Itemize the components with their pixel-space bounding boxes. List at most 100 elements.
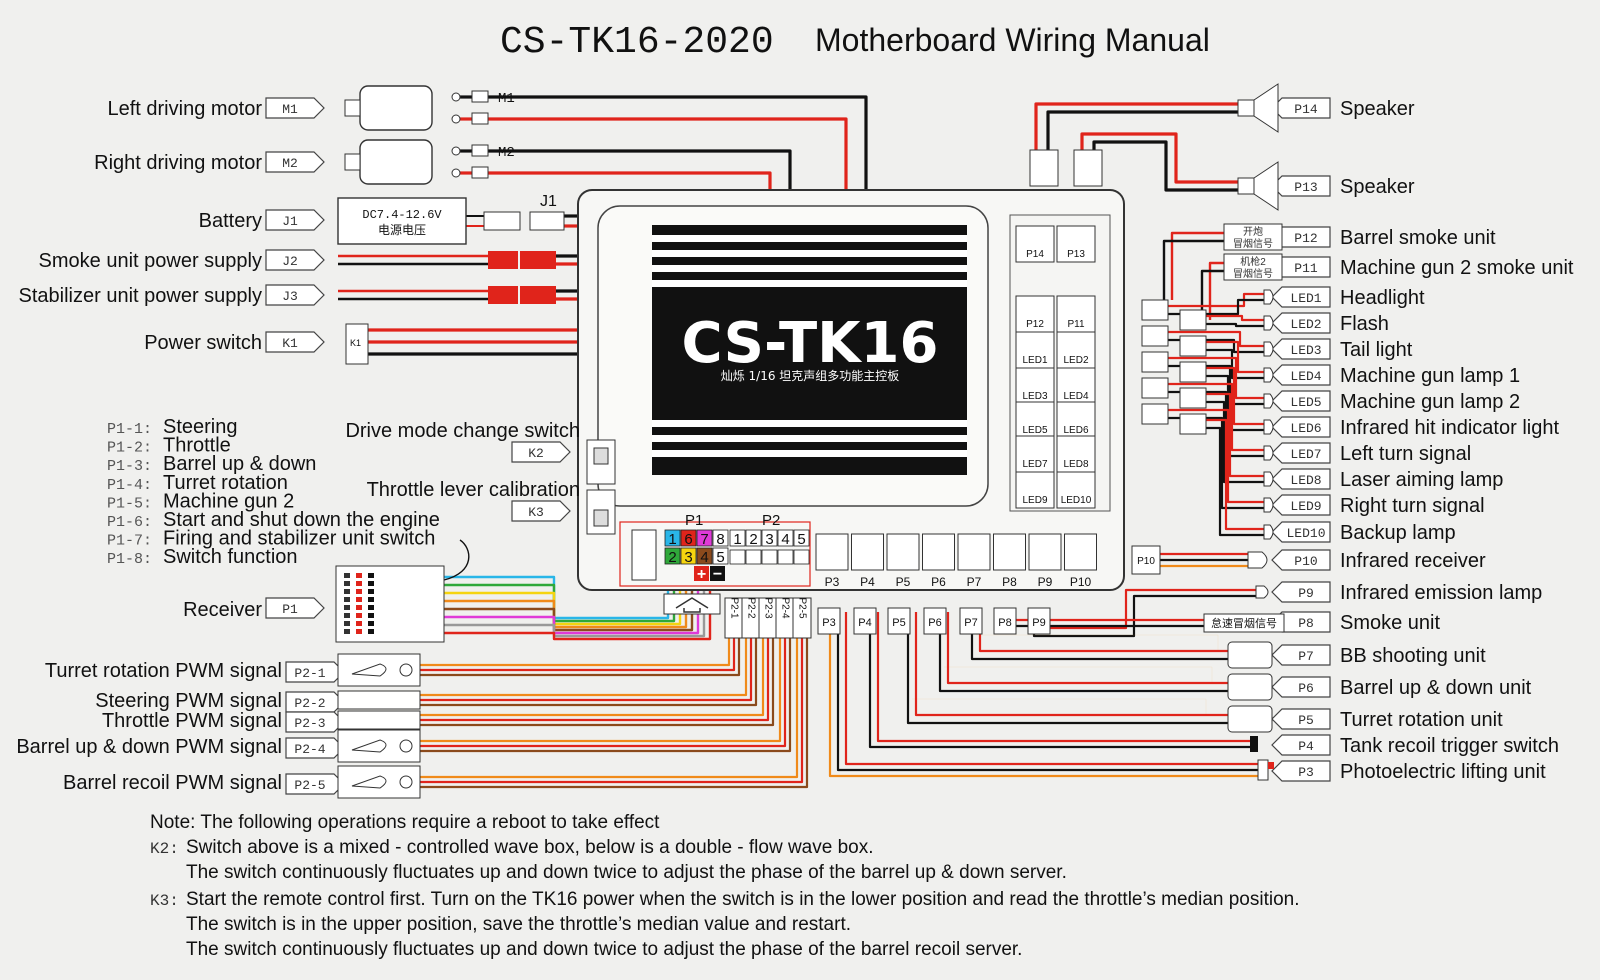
right-item-tag: P11 (1294, 261, 1318, 276)
receiver-label: Receiver (183, 599, 262, 621)
right-item-tag: LED10 (1286, 526, 1325, 541)
motor-plug (471, 112, 489, 125)
left-item-label: Left driving motor (107, 98, 262, 120)
power-switch-icon[interactable] (345, 323, 369, 365)
right-item-tag-box (1271, 286, 1331, 308)
right-item-tag-box (1271, 416, 1331, 438)
diagram-title-code: CS-TK16-2020 (500, 21, 774, 64)
left-item-tag: J1 (282, 214, 298, 229)
pwm-item-tag: P2-3 (294, 716, 325, 731)
right-item-label: Machine gun lamp 2 (1340, 391, 1520, 413)
right-item-tag-box (1271, 312, 1331, 334)
left-item-tag-box (265, 97, 325, 119)
p1-channel-label: Start and shut down the engine (163, 509, 440, 531)
board-right-port-socket (1056, 435, 1096, 473)
switch-label: Throttle lever calibration (367, 479, 580, 501)
note-k3-line-2: The switch is in the upper position, sav… (186, 914, 852, 935)
led-icon (1263, 524, 1274, 540)
right-item-tag: LED3 (1290, 343, 1321, 358)
p1-pin-number: 8 (716, 531, 724, 548)
pwm-item-tag: P2-1 (294, 666, 325, 681)
speaker-cone (1253, 83, 1279, 133)
board-right-port-label: LED10 (1061, 495, 1092, 506)
board-right-port-label: LED2 (1063, 355, 1088, 366)
board-port-label: P9 (1038, 575, 1053, 589)
p1-pin (696, 529, 713, 547)
left-item-label: Power switch (144, 332, 262, 354)
left-item-label: Stabilizer unit power supply (19, 285, 262, 307)
p2-pin (793, 529, 810, 547)
battery-plug (483, 211, 521, 231)
right-item-tag: P10 (1294, 554, 1317, 569)
receiver-pin (344, 581, 350, 586)
motor-icon (359, 85, 433, 131)
bottom-port-plug-label: P5 (892, 617, 905, 629)
receiver-pin (344, 573, 350, 578)
p1-channel-code: P1-1: (107, 421, 152, 438)
left-item-tag: J3 (282, 289, 298, 304)
board-right-port-label: LED4 (1063, 391, 1088, 402)
p2-plug-label: P2-4 (780, 597, 791, 619)
pwm-wire (420, 612, 753, 702)
p11-wire (1208, 261, 1224, 320)
receiver-icon (335, 565, 445, 643)
led-plug (1141, 325, 1169, 347)
receiver-pin (368, 629, 374, 634)
speaker1-wire (1034, 102, 1238, 150)
board-port-socket (815, 533, 849, 571)
left-item-tag-box (265, 209, 325, 231)
photoelectric-icon (1257, 759, 1269, 781)
board-right-port-socket (1015, 225, 1055, 263)
motor-terminal (451, 114, 461, 124)
bottom-port-plug (853, 607, 877, 635)
led-icon (1263, 367, 1274, 383)
right-item-tag: P12 (1294, 231, 1317, 246)
receiver-pin (368, 621, 374, 626)
servo-arm (351, 775, 387, 789)
board-port-socket (922, 533, 955, 571)
led-wire (1206, 322, 1264, 328)
right-item-label: Machine gun 2 smoke unit (1340, 257, 1574, 279)
led-wire (1206, 366, 1264, 426)
ir-receiver-icon (1247, 551, 1268, 569)
p7-unit-icon (1227, 641, 1273, 669)
battery-voltage-cn: 电源电压 (378, 223, 426, 237)
p1-pin (712, 547, 729, 565)
note-k2-line-1: Switch above is a mixed - controlled wav… (186, 837, 874, 858)
led-wire (1168, 356, 1264, 400)
right-item-tag: LED7 (1290, 447, 1321, 462)
right-item-tag: LED2 (1290, 317, 1321, 332)
p1-channel-label: Steering (163, 416, 238, 438)
right-item-label: Infrared emission lamp (1340, 582, 1542, 604)
pwm-item-label: Barrel up & down PWM signal (16, 736, 282, 758)
receiver-pin (356, 613, 362, 618)
p1-channel-label: Switch function (163, 546, 298, 568)
led-wire (1168, 330, 1264, 348)
led-plug (1179, 413, 1207, 435)
board-right-port-label: LED3 (1022, 391, 1047, 402)
k3-switch-body[interactable] (586, 489, 616, 535)
led-wire (1206, 400, 1264, 484)
servo-hub (399, 739, 413, 753)
right-item-tag-box (1271, 338, 1331, 360)
receiver-pin (368, 605, 374, 610)
p1-channel-code: P1-5: (107, 495, 152, 512)
led-wire (1206, 314, 1264, 322)
note-k2: K2: Switch above is a mixed - controlled… (150, 835, 1580, 885)
led-icon (1263, 315, 1274, 331)
right-item-tag-box (1271, 521, 1331, 543)
idle-smoke-box-label: 怠速冒烟信号 (1211, 616, 1277, 630)
right-item-tag-box (1271, 676, 1331, 698)
photoelectric-led (1268, 762, 1274, 769)
board-port-socket (851, 533, 884, 571)
speaker-icon (1237, 177, 1255, 195)
receiver-pin (356, 621, 362, 626)
pwm-wire (420, 612, 758, 707)
p2-pin-number: 3 (765, 531, 773, 548)
board-right-port-socket (1015, 367, 1055, 405)
servo-arm (351, 739, 387, 753)
board-right-port-label: LED6 (1063, 425, 1088, 436)
right-item-tag-box (1271, 734, 1331, 756)
receiver-pin (356, 629, 362, 634)
